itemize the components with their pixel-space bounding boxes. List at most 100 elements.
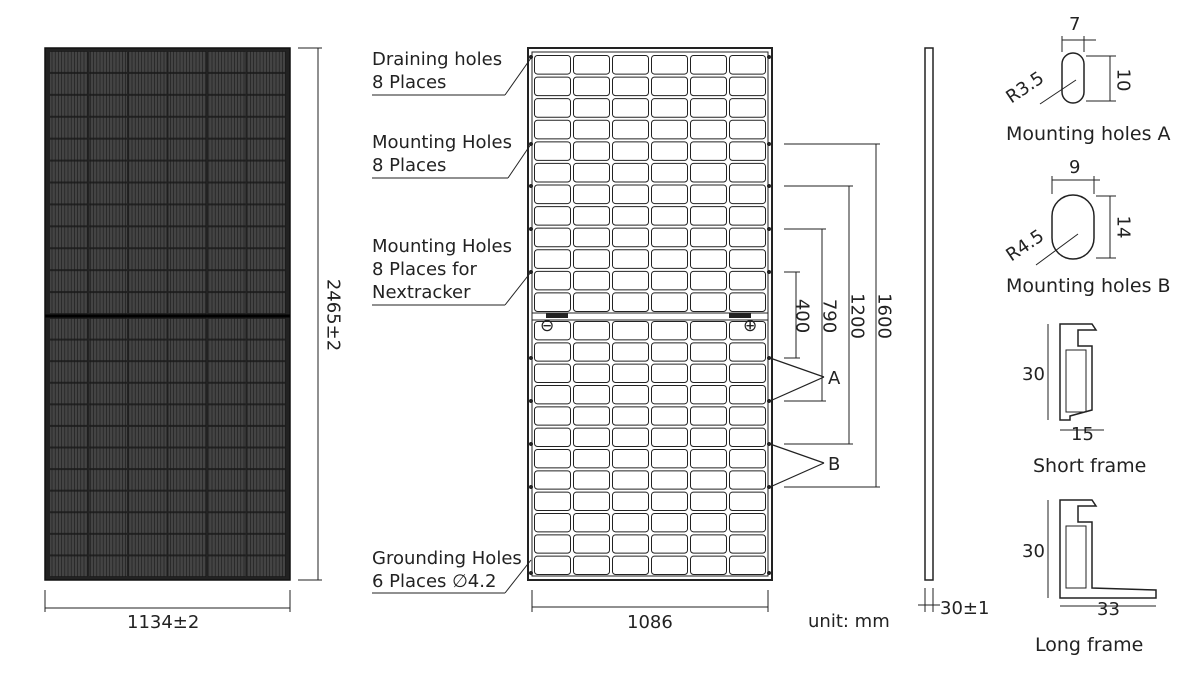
solar-cell xyxy=(89,319,127,339)
back-cell xyxy=(651,406,688,426)
back-cell xyxy=(651,98,688,118)
short-frame-width: 15 xyxy=(1071,424,1094,445)
slot-b xyxy=(1051,194,1095,260)
leader-grounding xyxy=(504,559,532,594)
frame-hole xyxy=(529,227,533,231)
back-cell xyxy=(534,427,571,447)
solar-cell xyxy=(50,405,88,425)
holes-b-width: 9 xyxy=(1069,157,1081,178)
back-cell xyxy=(573,470,610,490)
solar-cell xyxy=(50,513,88,533)
solar-cell xyxy=(208,271,246,292)
back-cell xyxy=(690,76,727,97)
back-cell xyxy=(651,270,688,291)
callout-a-arrow xyxy=(769,357,825,378)
solar-cell xyxy=(89,95,127,116)
frame-hole xyxy=(529,442,533,446)
solar-cell xyxy=(89,161,127,182)
back-cell xyxy=(651,427,688,447)
positive-terminal-icon: ⊕ xyxy=(743,316,758,336)
back-cell xyxy=(573,184,610,205)
frame-hole xyxy=(529,356,533,360)
solar-cell xyxy=(89,426,127,447)
solar-cell xyxy=(168,227,206,248)
frame-hole xyxy=(767,571,771,575)
back-cell xyxy=(573,206,610,226)
solar-cell xyxy=(89,513,127,533)
front-width-dim: 1134±2 xyxy=(127,612,200,633)
back-cell xyxy=(729,98,766,118)
back-cell xyxy=(690,555,727,576)
solar-cell xyxy=(89,249,127,270)
back-cell xyxy=(729,184,766,205)
long-frame-chamber xyxy=(1065,525,1087,589)
callout-b-arrow xyxy=(769,443,825,464)
solar-cell xyxy=(50,491,88,512)
back-cell xyxy=(573,491,610,511)
solar-cell xyxy=(208,139,246,160)
short-frame-chamber xyxy=(1065,349,1087,413)
back-view-panel xyxy=(527,47,773,581)
back-cell xyxy=(573,249,610,269)
frame-hole xyxy=(529,571,533,575)
frame-hole xyxy=(767,356,771,360)
solar-cell xyxy=(208,491,246,512)
solar-cell xyxy=(50,249,88,270)
callout-a-arrow xyxy=(769,376,825,402)
back-cell xyxy=(534,184,571,205)
back-cell xyxy=(612,249,649,269)
frame-hole xyxy=(529,184,533,188)
holes-b-height: 14 xyxy=(1112,215,1134,239)
back-cell xyxy=(651,363,688,383)
back-cell xyxy=(729,342,766,362)
back-cell xyxy=(651,249,688,269)
unit-label: unit: mm xyxy=(808,611,890,632)
solar-cell xyxy=(89,405,127,425)
solar-cell xyxy=(168,426,206,447)
back-cell xyxy=(690,162,727,183)
back-cell xyxy=(612,406,649,426)
back-cell xyxy=(729,427,766,447)
back-cell xyxy=(534,249,571,269)
solar-cell xyxy=(89,383,127,404)
solar-cell xyxy=(208,534,246,555)
solar-cell xyxy=(89,556,127,576)
back-cell xyxy=(651,342,688,362)
nextracker-holes-label: Mounting Holes 8 Places for Nextracker xyxy=(372,236,512,303)
frame-hole xyxy=(529,399,533,403)
back-cell xyxy=(651,555,688,576)
dim-790: 790 xyxy=(818,298,840,334)
leader-nextracker xyxy=(504,271,532,306)
back-cell xyxy=(612,470,649,490)
back-cell xyxy=(651,385,688,405)
slot-a xyxy=(1061,52,1085,104)
solar-cell xyxy=(208,556,246,576)
back-cell xyxy=(651,206,688,226)
back-cell xyxy=(534,270,571,291)
back-width-dim: 1086 xyxy=(627,612,673,633)
solar-cell xyxy=(208,426,246,447)
back-cell xyxy=(690,427,727,447)
back-cell xyxy=(651,119,688,140)
dim-1600: 1600 xyxy=(873,293,895,339)
back-cell xyxy=(534,406,571,426)
frame-hole xyxy=(529,485,533,489)
back-cell xyxy=(534,162,571,183)
solar-cell xyxy=(208,448,246,469)
back-cell xyxy=(690,491,727,511)
back-cell xyxy=(729,162,766,183)
back-cell xyxy=(534,76,571,97)
back-cell xyxy=(573,119,610,140)
back-cell xyxy=(651,321,688,341)
back-cell xyxy=(690,513,727,533)
back-cell xyxy=(651,162,688,183)
back-cell xyxy=(534,292,571,312)
back-cell xyxy=(729,292,766,312)
solar-cell xyxy=(50,183,88,204)
back-cell xyxy=(534,98,571,118)
back-cell xyxy=(534,555,571,576)
solar-cell xyxy=(89,117,127,138)
back-cell xyxy=(573,270,610,291)
back-cell xyxy=(729,513,766,533)
back-cell xyxy=(729,470,766,490)
